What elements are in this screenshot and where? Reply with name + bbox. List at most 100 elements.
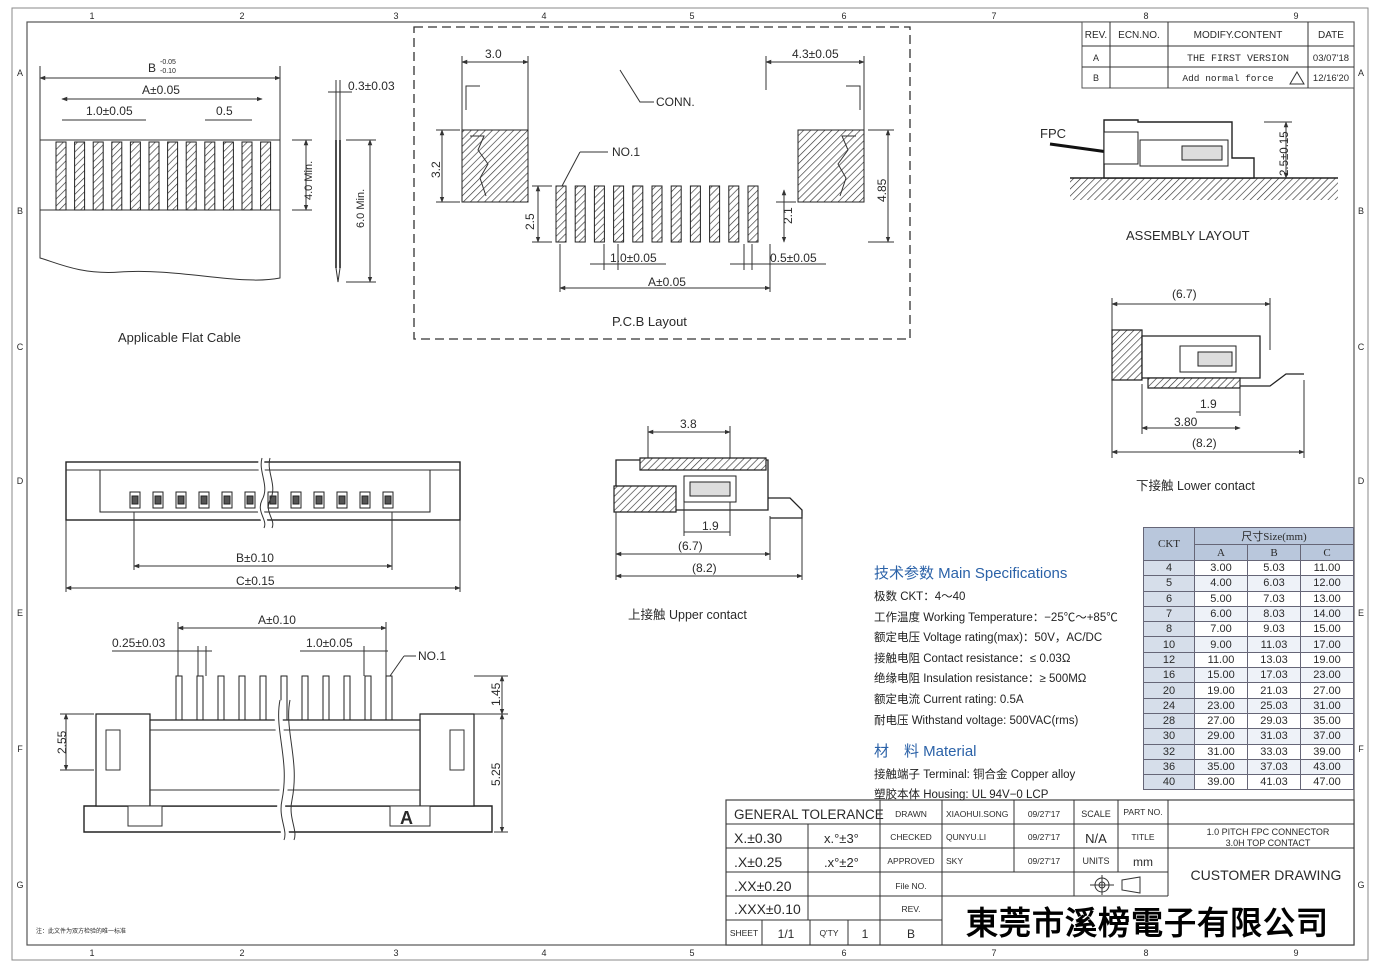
size-table-cell: 19.00: [1194, 682, 1248, 699]
front-view-pin: [196, 675, 204, 721]
tb-tol-0: X.±0.30: [734, 830, 782, 846]
cable-conductor: [185, 141, 197, 211]
size-table-cell: 23.00: [1300, 667, 1354, 684]
upper-dim-2: (6.7): [678, 539, 703, 553]
front-h1: 1.45: [489, 682, 503, 706]
cable-min-length: 4.0 Min.: [303, 161, 315, 200]
size-table-cell: 21.03: [1247, 682, 1301, 699]
cable-dim-b: B: [148, 61, 156, 75]
grid-column-label: 3: [393, 11, 398, 21]
size-table-cell: 5.00: [1194, 590, 1248, 607]
size-table-ckt-header: CKT: [1143, 527, 1195, 561]
grid-column-label: 7: [991, 11, 996, 21]
size-table-ckt-cell: 28: [1143, 712, 1195, 730]
cable-width: 0.5: [216, 104, 233, 118]
size-table-cell: 8.03: [1247, 605, 1301, 623]
size-table-ckt-cell: 40: [1143, 774, 1195, 791]
cable-conductor: [74, 141, 86, 211]
size-table-cell: 7.03: [1247, 590, 1301, 607]
pcb-h-3-2: 3.2: [429, 161, 443, 178]
grid-row-label: C: [17, 342, 24, 352]
grid-column-label: 4: [541, 11, 546, 21]
size-table-ckt-cell: 7: [1143, 605, 1195, 623]
cable-conductor: [241, 141, 253, 211]
tb-units-label: UNITS: [1083, 856, 1110, 866]
front-view-pin: [301, 675, 309, 721]
pcb-pad: [574, 185, 586, 243]
grid-row-label: A: [17, 68, 23, 78]
front-dim-w: 0.25±0.03: [112, 636, 166, 650]
size-table-col-c: C: [1300, 544, 1354, 561]
size-table-cell: 35.00: [1300, 712, 1354, 730]
tb-tol-1: .X±0.25: [734, 854, 782, 870]
pcb-pad-width: 0.5±0.05: [770, 251, 817, 265]
lower-dim-1: 1.9: [1200, 397, 1217, 411]
front-view-pins: [175, 675, 393, 721]
cable-caption: Applicable Flat Cable: [118, 330, 241, 345]
tb-qty-label: Q'TY: [819, 928, 838, 938]
specifications-block: 技术参数 Main Specifications 极数 CKT：4～40 工作温…: [874, 562, 1174, 807]
flat-cable-view: B -0.05 -0.10 A±0.05 1.0±0.05 0.5 4.0 Mi…: [39, 59, 395, 345]
grid-column-label: 6: [841, 11, 846, 21]
front-h2: 2.55: [55, 730, 69, 754]
top-view-dim-c: C±0.15: [236, 574, 275, 588]
size-table-cell: 31.03: [1247, 728, 1301, 745]
sheet-frame: [11, 7, 1369, 961]
tb-file-label: File NO.: [895, 881, 926, 891]
size-table-cell: 35.00: [1194, 758, 1248, 776]
tb-checked-date: 09/27'17: [1028, 832, 1061, 842]
grid-row-label: F: [17, 744, 23, 754]
size-table-cell: 31.00: [1194, 743, 1248, 760]
size-table-ckt-cell: 20: [1143, 682, 1195, 699]
size-table-cell: 11.00: [1300, 559, 1354, 577]
size-table-ckt-cell: 10: [1143, 636, 1195, 653]
front-view-pin: [343, 675, 351, 721]
tb-part-label: PART NO.: [1123, 807, 1162, 817]
cable-conductor: [129, 141, 141, 211]
front-no1-label: NO.1: [418, 649, 446, 663]
lower-top-dim: (6.7): [1172, 287, 1197, 301]
top-view-contact-slot: [154, 495, 162, 505]
size-table-cell: 37.00: [1300, 728, 1354, 745]
front-view-pin: [364, 675, 372, 721]
size-table-cell: 27.00: [1194, 712, 1248, 730]
grid-row-label: B: [1358, 206, 1364, 216]
size-table-cell: 39.00: [1194, 774, 1248, 791]
grid-column-label: 9: [1293, 11, 1298, 21]
grid-column-label: 1: [89, 11, 94, 21]
size-table-cell: 19.00: [1300, 651, 1354, 669]
tb-sheet-value: 1/1: [778, 927, 795, 941]
tb-drawn-name: XIAOHUI.SONG: [946, 809, 1008, 819]
pcb-no1-label: NO.1: [612, 145, 640, 159]
size-table-ckt-cell: 32: [1143, 743, 1195, 760]
cable-dim-b-tol-lower: -0.10: [160, 68, 176, 75]
top-view-contact-slot: [292, 495, 300, 505]
front-view-pin: [217, 675, 225, 721]
size-table-ckt-cell: 24: [1143, 697, 1195, 714]
rev-header-content: MODIFY.CONTENT: [1194, 30, 1283, 41]
front-view-pin: [322, 675, 330, 721]
spec-item: 极数 CKT：4～40: [874, 591, 966, 603]
size-table-cell: 15.00: [1194, 667, 1248, 684]
rev-row-b-content: Add normal force: [1182, 73, 1274, 84]
top-view-dim-b: B±0.10: [236, 551, 274, 565]
grid-row-label: E: [1358, 608, 1364, 618]
tb-angle-tol-1: .x°±2°: [824, 855, 859, 870]
size-table-cell: 43.00: [1300, 758, 1354, 776]
grid-row-label: G: [16, 880, 23, 890]
tb-rev-value: B: [907, 927, 915, 941]
pcb-conn-label: CONN.: [656, 95, 695, 109]
upper-caption: 上接触 Upper contact: [628, 607, 747, 622]
front-view-pin: [238, 675, 246, 721]
assembly-height: 2.5±0.15: [1279, 131, 1291, 176]
pcb-pad: [555, 185, 567, 243]
cable-dim-b-tol-upper: -0.05: [160, 59, 176, 66]
cable-conductor: [204, 141, 216, 211]
tb-title-value-2: 3.0H TOP CONTACT: [1226, 838, 1311, 848]
pcb-pitch: 1.0±0.05: [610, 251, 657, 265]
